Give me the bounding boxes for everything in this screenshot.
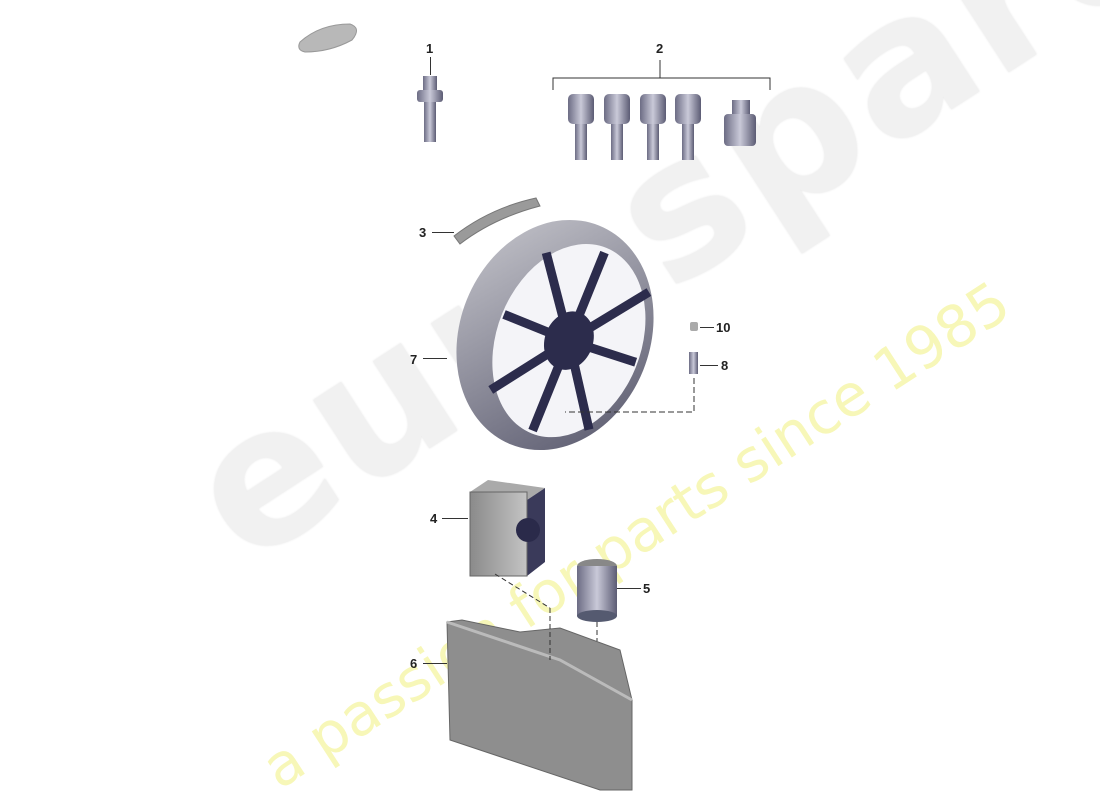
leader-6 bbox=[423, 663, 447, 664]
callout-6[interactable]: 6 bbox=[410, 656, 418, 671]
leader-4 bbox=[442, 518, 468, 519]
leader-3 bbox=[432, 232, 454, 233]
wheel-bolt-part bbox=[417, 76, 443, 142]
callout-7[interactable]: 7 bbox=[410, 352, 418, 367]
leader-7 bbox=[423, 358, 447, 359]
compressor-part bbox=[469, 480, 545, 577]
callout-3[interactable]: 3 bbox=[419, 225, 427, 240]
callout-8[interactable]: 8 bbox=[721, 358, 729, 373]
spare-wheel-part bbox=[456, 219, 654, 451]
accessory-part bbox=[298, 23, 357, 53]
locking-bolt-set-part bbox=[552, 60, 771, 160]
leader-5 bbox=[617, 588, 641, 589]
callout-2[interactable]: 2 bbox=[656, 41, 664, 56]
leader-8 bbox=[700, 365, 718, 366]
callout-1[interactable]: 1 bbox=[426, 41, 434, 56]
foam-tray-part bbox=[446, 573, 633, 791]
callout-4[interactable]: 4 bbox=[430, 511, 438, 526]
leader-10 bbox=[700, 327, 714, 328]
valve-part bbox=[565, 322, 698, 413]
callout-5[interactable]: 5 bbox=[643, 581, 651, 596]
label-strip-part bbox=[453, 197, 541, 245]
callout-10[interactable]: 10 bbox=[716, 320, 731, 335]
leader-1 bbox=[430, 57, 431, 75]
sealant-bottle-part bbox=[577, 559, 617, 690]
